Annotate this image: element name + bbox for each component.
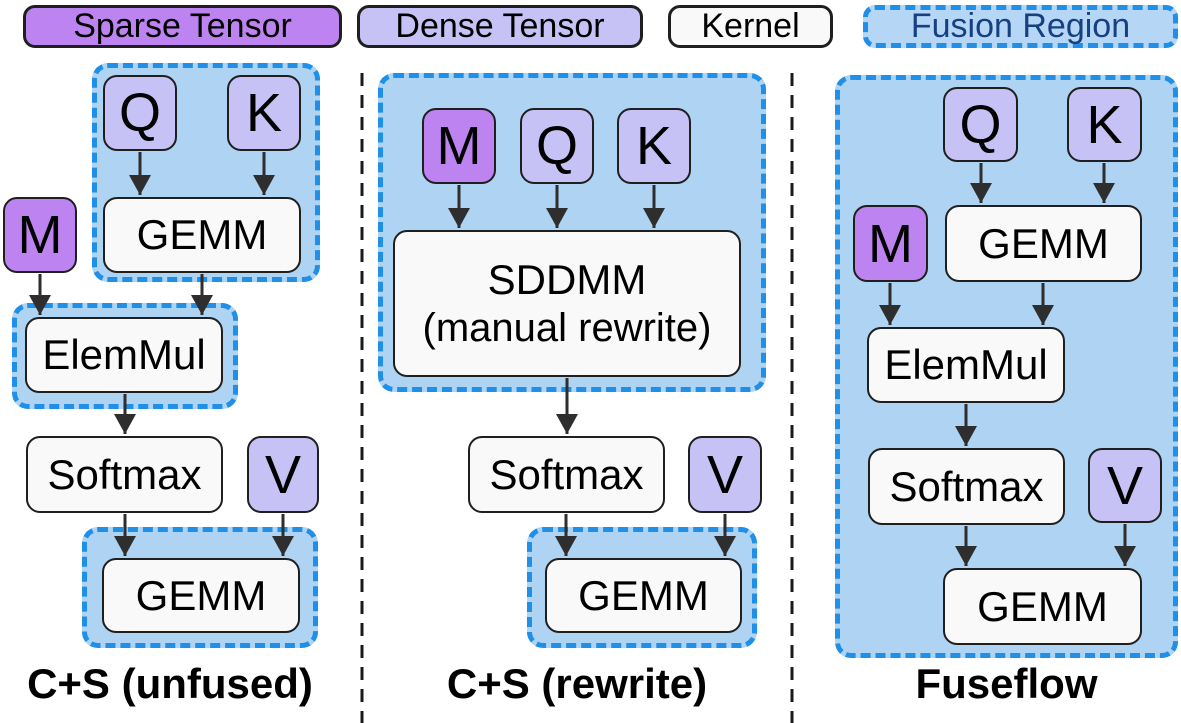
sddmm-line1: SDDMM	[487, 256, 647, 304]
legend-dense-tensor: Dense Tensor	[357, 5, 643, 48]
node-m-sparse-tensor: M	[3, 197, 77, 273]
node-q-dense-tensor: Q	[943, 87, 1018, 162]
node-m-sparse-tensor: M	[422, 108, 496, 184]
node-k-dense-tensor: K	[227, 75, 301, 151]
node-q-dense-tensor: Q	[520, 108, 594, 184]
node-v-dense-tensor: V	[1088, 448, 1162, 523]
panel-label-unfused: C+S (unfused)	[27, 660, 313, 707]
node-v-dense-tensor: V	[247, 436, 319, 513]
node-q-dense-tensor: Q	[103, 75, 177, 151]
sddmm-line2: (manual rewrite)	[422, 305, 712, 350]
panel-label-fuseflow: Fuseflow	[915, 660, 1098, 707]
legend-fusion-region: Fusion Region	[863, 5, 1178, 48]
node-v-dense-tensor: V	[688, 436, 762, 513]
node-gemm-av-kernel: GEMM	[102, 558, 300, 633]
node-softmax-kernel: Softmax	[468, 436, 665, 513]
node-sddmm-kernel: SDDMM (manual rewrite)	[393, 230, 741, 377]
node-k-dense-tensor: K	[1067, 87, 1142, 162]
legend-sparse-tensor: Sparse Tensor	[23, 5, 342, 48]
node-k-dense-tensor: K	[617, 108, 691, 184]
node-elemmul-kernel: ElemMul	[25, 317, 223, 393]
node-gemm-qk-kernel: GEMM	[103, 197, 301, 273]
node-softmax-kernel: Softmax	[26, 436, 223, 513]
node-gemm-av-kernel: GEMM	[943, 568, 1142, 645]
panel-label-rewrite: C+S (rewrite)	[446, 660, 708, 707]
node-gemm-av-kernel: GEMM	[545, 558, 742, 633]
node-softmax-kernel: Softmax	[868, 448, 1065, 525]
node-gemm-qk-kernel: GEMM	[945, 205, 1142, 282]
node-m-sparse-tensor: M	[853, 205, 928, 282]
node-elemmul-kernel: ElemMul	[867, 327, 1065, 403]
legend-kernel: Kernel	[668, 5, 833, 48]
